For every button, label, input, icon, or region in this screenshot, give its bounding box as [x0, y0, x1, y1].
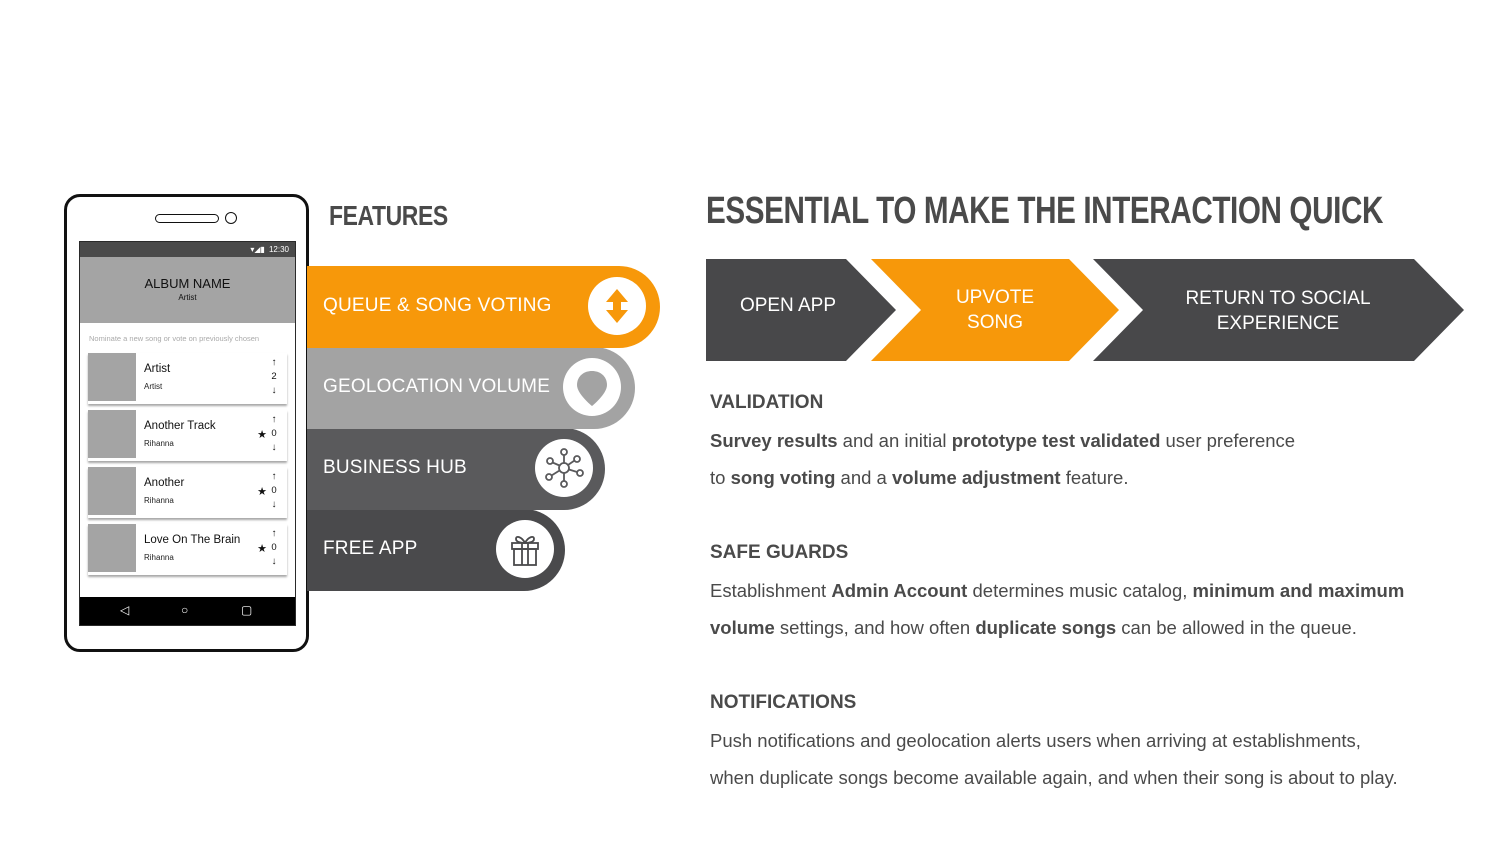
feature-label: FREE APP [323, 538, 418, 559]
star-icon[interactable]: ★ [257, 543, 267, 555]
feature-geolocation-volume: GEOLOCATION VOLUME [307, 347, 635, 429]
song-thumbnail [88, 524, 136, 572]
song-row[interactable]: Another Track Rihanna ★ ↑ 0 ↓ [88, 410, 287, 461]
vote-controls: ↑ 2 ↓ [269, 356, 279, 398]
features-title: FEATURES [329, 200, 448, 231]
main-heading: ESSENTIAL TO MAKE THE INTERACTION QUICK [706, 190, 1383, 232]
song-row[interactable]: Another Rihanna ★ ↑ 0 ↓ [88, 467, 287, 518]
validation-title: VALIDATION [710, 392, 824, 413]
safeguards-title: SAFE GUARDS [710, 542, 849, 563]
star-icon[interactable]: ★ [257, 486, 267, 498]
feature-label: GEOLOCATION VOLUME [323, 376, 551, 397]
song-list: Artist Artist ↑ 2 ↓ Another Track Rihann… [80, 353, 295, 575]
gift-icon [496, 520, 554, 578]
feature-free-app: FREE APP [307, 509, 565, 591]
feature-business-hub: BUSINESS HUB [307, 428, 605, 510]
song-row[interactable]: Love On The Brain Rihanna ★ ↑ 0 ↓ [88, 524, 287, 575]
song-artist: Rihanna [144, 496, 174, 505]
downvote-icon[interactable]: ↓ [271, 442, 277, 453]
step-return-shape [1093, 259, 1464, 361]
vote-count: 2 [271, 371, 277, 382]
album-header: ALBUM NAME Artist [80, 257, 295, 323]
safeguards-text: Establishment Admin Account determines m… [710, 580, 1405, 638]
vote-count: 0 [271, 485, 277, 496]
downvote-icon[interactable]: ↓ [271, 556, 277, 567]
feature-label: BUSINESS HUB [323, 457, 467, 478]
song-title: Artist [144, 363, 171, 375]
upvote-icon[interactable]: ↑ [271, 528, 277, 539]
notifications-text: Push notifications and geolocation alert… [710, 730, 1398, 788]
vote-controls: ↑ 0 ↓ [269, 470, 279, 512]
phone-speaker [155, 214, 219, 223]
notifications-title: NOTIFICATIONS [710, 692, 857, 713]
phone-mockup: ▾◢▮12:30 ALBUM NAME Artist Nominate a ne… [64, 194, 309, 652]
downvote-icon[interactable]: ↓ [271, 385, 277, 396]
vote-count: 0 [271, 542, 277, 553]
network-hub-icon [535, 439, 593, 497]
back-icon[interactable]: ◁ [120, 603, 130, 617]
song-row[interactable]: Artist Artist ↑ 2 ↓ [88, 353, 287, 404]
location-pin-icon [563, 358, 621, 416]
step-upvote-shape [871, 259, 1119, 361]
recent-apps-icon[interactable]: ▢ [241, 603, 253, 617]
song-thumbnail [88, 353, 136, 401]
upvote-icon[interactable]: ↑ [271, 471, 277, 482]
feature-queue-voting: QUEUE & SONG VOTING [307, 266, 660, 348]
vote-count: 0 [271, 428, 277, 439]
song-title: Another Track [144, 420, 216, 432]
phone-camera [225, 212, 237, 224]
song-title: Another [144, 477, 185, 489]
upvote-icon[interactable]: ↑ [271, 414, 277, 425]
vote-controls: ↑ 0 ↓ [269, 527, 279, 569]
home-icon[interactable]: ○ [181, 603, 189, 617]
album-artist: Artist [178, 293, 197, 302]
nominate-hint: Nominate a new song or vote on previousl… [89, 334, 260, 343]
vote-controls: ↑ 0 ↓ [269, 413, 279, 455]
song-artist: Artist [144, 382, 163, 391]
feature-label: QUEUE & SONG VOTING [323, 295, 552, 316]
song-thumbnail [88, 467, 136, 515]
validation-text: Survey results and an initial prototype … [710, 430, 1296, 488]
up-down-arrows-icon [588, 277, 646, 335]
status-time: 12:30 [268, 245, 289, 254]
star-icon[interactable]: ★ [257, 429, 267, 441]
wifi-icon: ▾◢▮ [250, 245, 265, 254]
status-bar: ▾◢▮12:30 [80, 242, 295, 257]
upvote-icon[interactable]: ↑ [271, 357, 277, 368]
song-artist: Rihanna [144, 553, 174, 562]
step-open-app: OPEN APP [739, 295, 837, 316]
song-thumbnail [88, 410, 136, 458]
song-title: Love On The Brain [144, 534, 241, 546]
step-open-app-shape [706, 259, 896, 361]
album-name: ALBUM NAME [144, 276, 231, 291]
android-nav-bar: ◁ ○ ▢ [80, 597, 295, 625]
phone-screen: ▾◢▮12:30 ALBUM NAME Artist Nominate a ne… [79, 241, 296, 626]
song-artist: Rihanna [144, 439, 174, 448]
downvote-icon[interactable]: ↓ [271, 499, 277, 510]
